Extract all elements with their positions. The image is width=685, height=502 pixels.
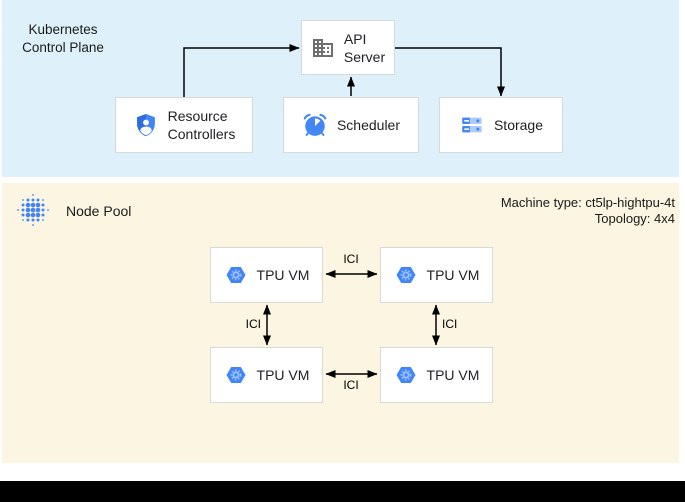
compute-hexagon-icon	[394, 263, 418, 287]
resource-controllers-label: Resource Controllers	[167, 108, 236, 142]
building-icon	[311, 36, 335, 60]
control-plane-title: Kubernetes Control Plane	[22, 22, 104, 55]
storage-node: Storage	[439, 97, 563, 153]
scheduler-label: Scheduler	[336, 117, 401, 133]
api-server-label: API Server	[343, 30, 386, 65]
tpu-vm-label: TPU VM	[426, 267, 480, 283]
compute-hexagon-icon	[224, 263, 248, 287]
server-stack-icon	[459, 112, 485, 138]
resource-controllers-node: Resource Controllers	[115, 97, 253, 153]
ici-label-bottom: ICI	[343, 378, 359, 392]
ici-label-right: ICI	[442, 317, 458, 331]
tpu-vm-label: TPU VM	[256, 267, 310, 283]
alarm-clock-icon	[302, 112, 328, 138]
tpu-vm-node-top-left: TPU VM	[210, 247, 323, 303]
compute-hexagon-icon	[394, 363, 418, 387]
arrow-api-server-to-storage	[395, 47, 505, 97]
machine-info: Machine type: ct5lp-hightpu-4t Topology:…	[501, 195, 675, 227]
api-server-node: API Server	[301, 20, 395, 75]
ici-label-left: ICI	[245, 317, 261, 331]
ici-label-top: ICI	[343, 252, 359, 266]
tpu-vm-node-bottom-left: TPU VM	[210, 347, 323, 403]
tpu-vm-node-bottom-right: TPU VM	[380, 347, 493, 403]
node-pool-section	[2, 183, 679, 463]
compute-hexagon-icon	[224, 363, 248, 387]
bottom-black-bar	[0, 481, 685, 502]
tpu-vm-label: TPU VM	[426, 367, 480, 383]
tpu-vm-node-top-right: TPU VM	[380, 247, 493, 303]
dot-grid-icon	[16, 193, 50, 227]
machine-type-text: Machine type: ct5lp-hightpu-4t	[500, 195, 675, 210]
tpu-vm-label: TPU VM	[256, 367, 310, 383]
node-pool-title: Node Pool	[66, 203, 132, 219]
storage-label: Storage	[493, 117, 544, 133]
scheduler-node: Scheduler	[283, 97, 419, 153]
shield-person-icon	[133, 112, 159, 138]
topology-text: Topology: 4x4	[594, 211, 675, 226]
arrow-resource-controllers-to-api-server	[183, 44, 300, 97]
